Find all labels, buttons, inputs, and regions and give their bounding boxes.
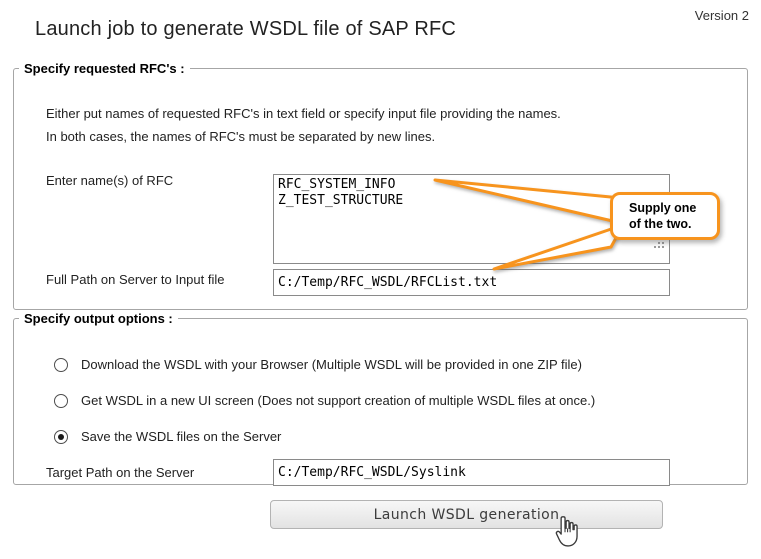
target-path-label: Target Path on the Server [46, 465, 195, 480]
page-title: Launch job to generate WSDL file of SAP … [35, 18, 457, 40]
option-row-new-ui: Get WSDL in a new UI screen (Does not su… [54, 393, 595, 408]
download-wsdl-radio[interactable] [54, 357, 68, 372]
get-wsdl-new-ui-radio[interactable] [54, 393, 68, 408]
callout-text-line-2: of the two. [629, 217, 692, 231]
output-options-section: Specify output options : Download the WS… [13, 311, 748, 486]
save-on-server-radio[interactable] [54, 429, 68, 444]
instructions-line-2: In both cases, the names of RFC's must b… [46, 129, 436, 144]
requested-rfcs-legend: Specify requested RFC's : [24, 61, 185, 76]
launch-wsdl-generation-button[interactable]: Launch WSDL generation [270, 500, 663, 529]
callout-text-line-1: Supply one [629, 201, 697, 215]
supply-one-callout: Supply one of the two. [610, 192, 720, 240]
output-options-legend: Specify output options : [24, 311, 173, 326]
download-wsdl-label[interactable]: Download the WSDL with your Browser (Mul… [81, 357, 582, 372]
save-on-server-label[interactable]: Save the WSDL files on the Server [81, 429, 282, 444]
requested-rfcs-section: Specify requested RFC's : Either put nam… [13, 61, 748, 310]
input-file-path-label: Full Path on Server to Input file [46, 272, 225, 287]
version-label: Version 2 [694, 8, 749, 23]
option-row-save-server: Save the WSDL files on the Server [54, 429, 281, 444]
option-row-download: Download the WSDL with your Browser (Mul… [54, 357, 582, 372]
rfc-names-label: Enter name(s) of RFC [46, 173, 174, 188]
hand-cursor-icon [551, 515, 581, 549]
get-wsdl-new-ui-label[interactable]: Get WSDL in a new UI screen (Does not su… [81, 393, 596, 408]
target-path-field[interactable] [273, 459, 670, 486]
instructions-line-1: Either put names of requested RFC's in t… [46, 106, 561, 121]
input-file-path-field[interactable] [273, 269, 670, 296]
